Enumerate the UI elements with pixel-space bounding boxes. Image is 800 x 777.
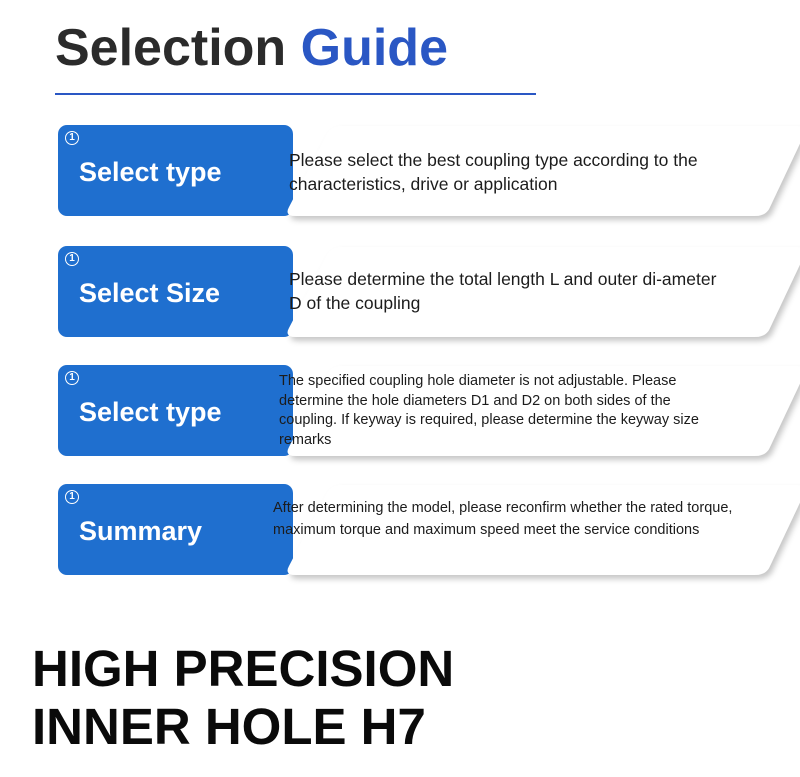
title-underline <box>55 93 536 95</box>
description-card <box>287 485 800 575</box>
step-select-hole: 1 Select type The specified coupling hol… <box>58 365 800 457</box>
footer-line-1: HIGH PRECISION <box>32 640 455 697</box>
footer-headline: HIGH PRECISION INNER HOLE H7 <box>32 640 454 756</box>
step-label: Summary <box>79 516 203 546</box>
step-label-panel: 1 Select type <box>58 125 293 216</box>
step-select-size: 1 Select Size Please determine the total… <box>58 246 800 338</box>
circled-number-icon: 1 <box>65 490 79 504</box>
circled-number-icon: 1 <box>65 371 79 385</box>
title-main: Selection <box>55 19 287 77</box>
circled-number-icon: 1 <box>65 252 79 266</box>
step-description: Please select the best coupling type acc… <box>289 150 698 194</box>
step-description: Please determine the total length L and … <box>289 269 717 313</box>
step-label-panel: 1 Summary <box>58 484 293 575</box>
description-card <box>287 247 800 337</box>
step-label-panel: 1 Select type <box>58 365 293 456</box>
description-card <box>287 126 800 216</box>
step-label: Select Size <box>79 278 221 308</box>
step-summary: 1 Summary After determining the model, p… <box>58 484 800 576</box>
step-label-panel: 1 Select Size <box>58 246 293 337</box>
page-title: Selection Guide <box>55 18 448 78</box>
footer-line-2: INNER HOLE H7 <box>32 698 426 755</box>
circled-number-icon: 1 <box>65 131 79 145</box>
description-card <box>287 366 800 456</box>
step-label: Select type <box>79 157 222 187</box>
step-description: After determining the model, please reco… <box>273 500 733 538</box>
step-label: Select type <box>79 397 222 427</box>
title-accent: Guide <box>300 19 448 77</box>
step-select-type: 1 Select type Please select the best cou… <box>58 125 800 217</box>
step-description: The specified coupling hole diameter is … <box>279 373 699 448</box>
